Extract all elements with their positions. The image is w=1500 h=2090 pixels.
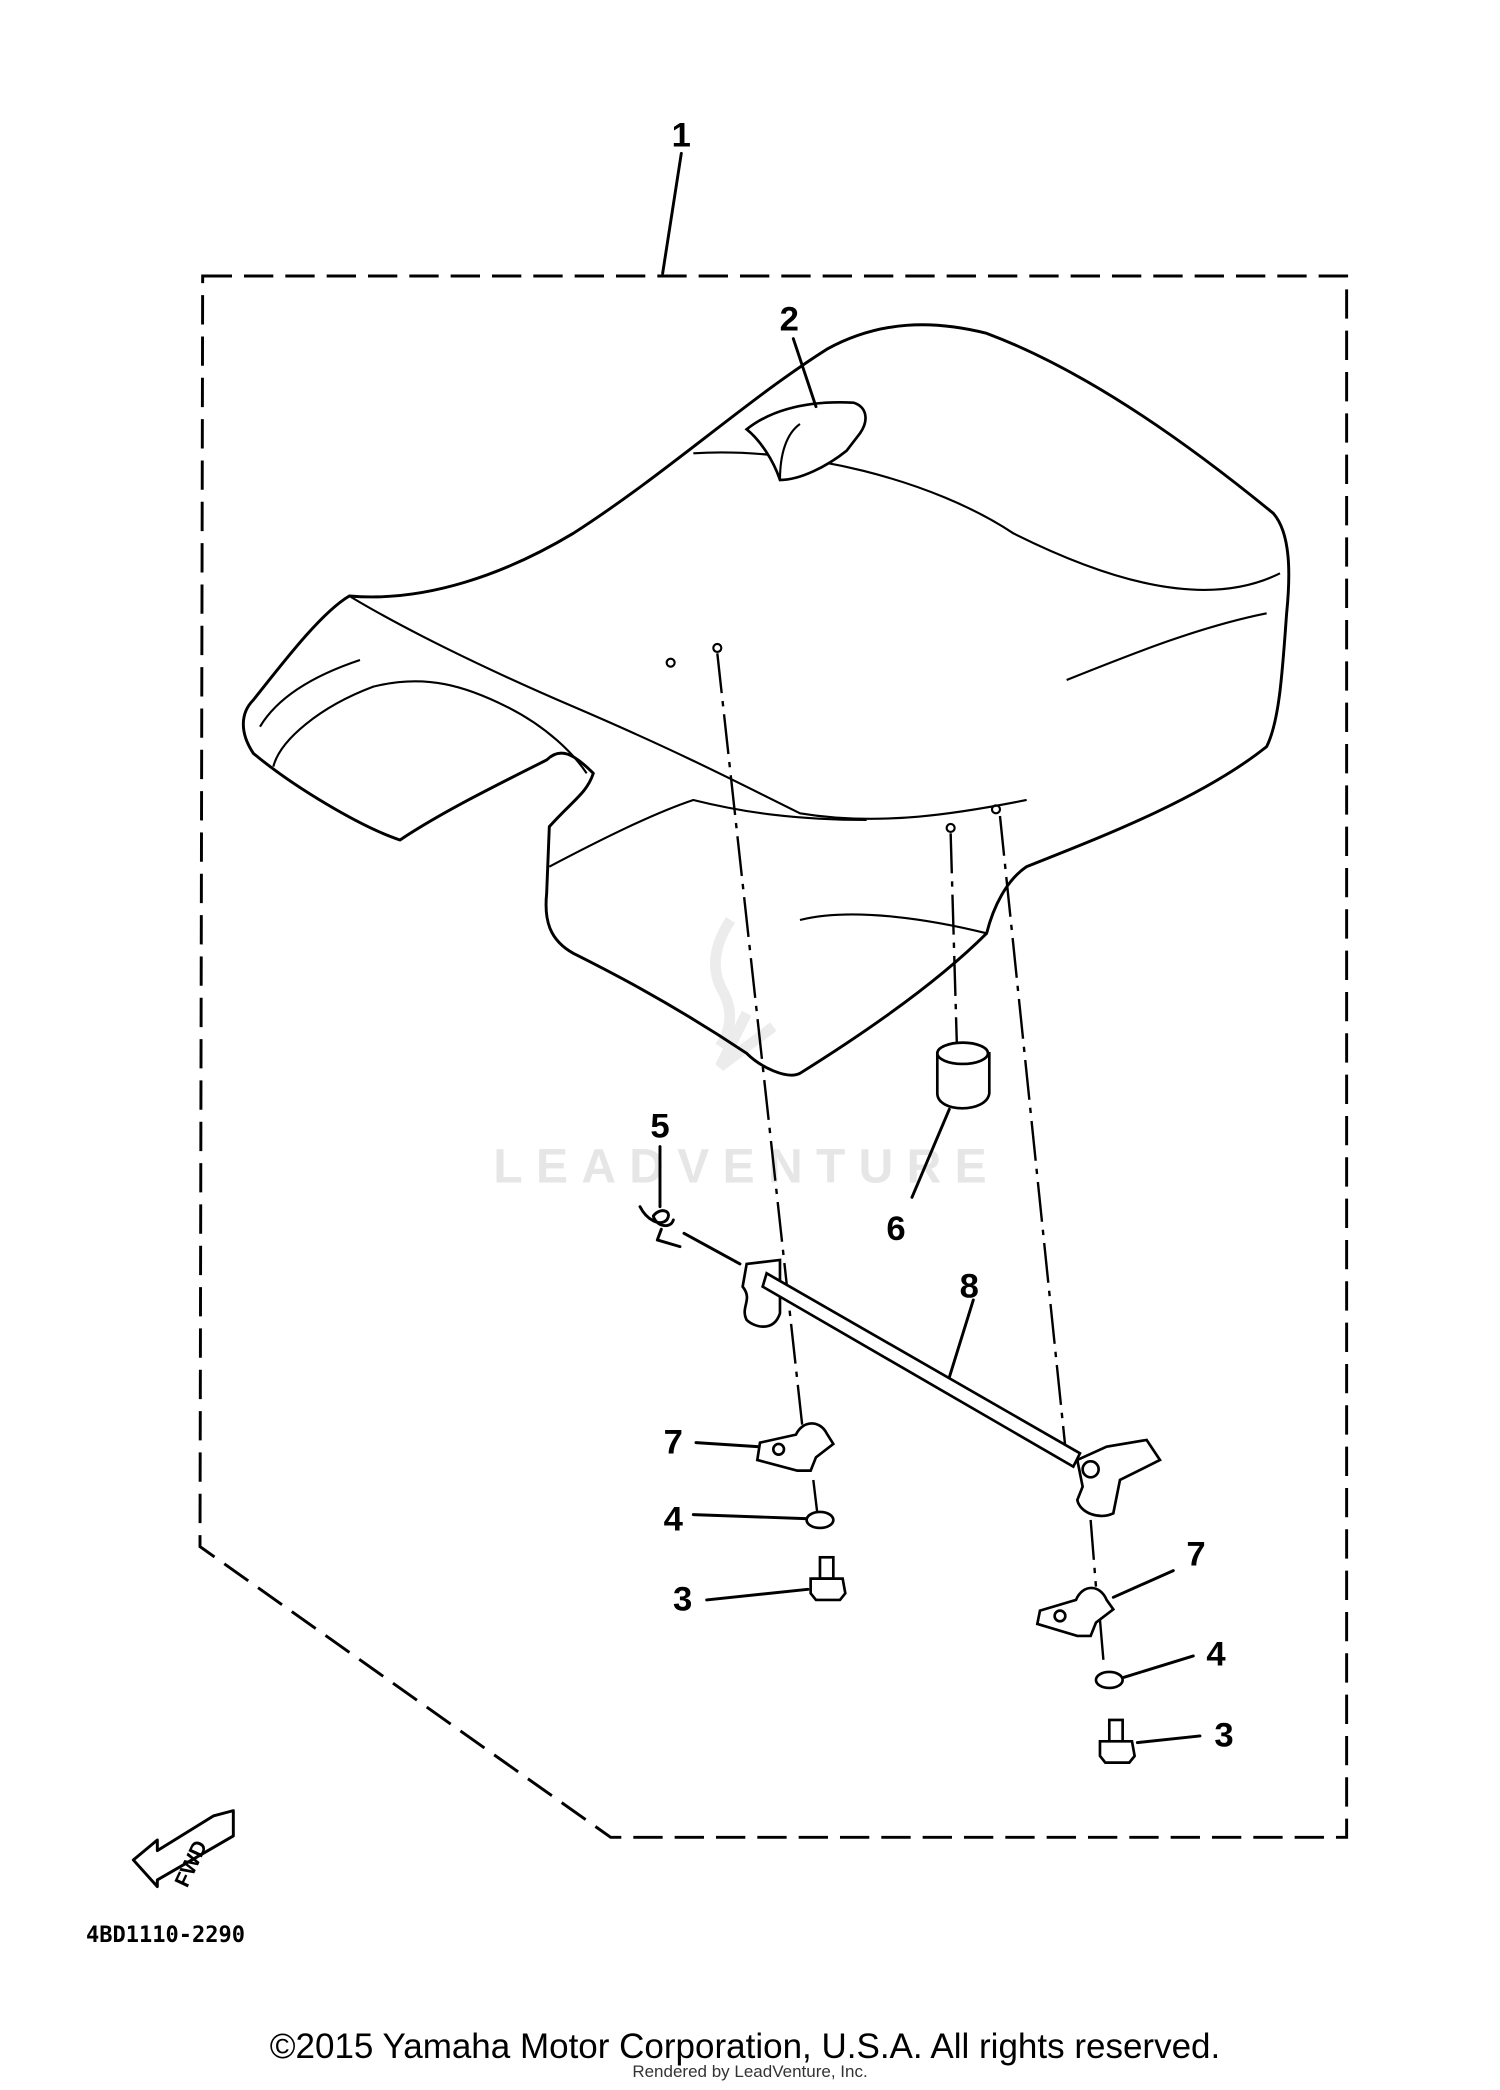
callout-4: 4 [664, 1501, 684, 1539]
watermark-logo: LEADVENTURE [493, 917, 1000, 1194]
callout-5: 5 [650, 1107, 669, 1145]
damper [935, 1041, 991, 1110]
alignment-line [1098, 1619, 1106, 1667]
part-code: 4BD1110-2290 [86, 1923, 245, 1948]
spring [638, 1205, 742, 1266]
callout-7: 7 [664, 1423, 683, 1461]
leader-1 [661, 151, 683, 275]
washer [805, 1510, 835, 1530]
alignment-line [716, 653, 807, 1454]
seat [241, 323, 1291, 1077]
callout-2: 2 [780, 301, 799, 339]
bolt [1098, 1718, 1137, 1764]
alignment-line [949, 833, 959, 1061]
callout-1: 1 [672, 117, 691, 155]
forward-arrow-icon: FWD [131, 1809, 235, 1891]
callout-3: 3 [1214, 1717, 1233, 1755]
rod [741, 1258, 1162, 1518]
callout-3: 3 [673, 1581, 692, 1619]
fwd-label: FWD [170, 1837, 212, 1891]
watermark-text: LEADVENTURE [493, 1141, 1000, 1194]
rendered-by-text: Rendered by LeadVenture, Inc. [632, 2062, 867, 2081]
bracket [1035, 1586, 1116, 1638]
alignment-line [812, 1479, 819, 1514]
assembly-boundary [198, 274, 1349, 1839]
bracket [755, 1422, 836, 1472]
callout-7: 7 [1186, 1535, 1205, 1573]
washer [1094, 1670, 1124, 1690]
alignment-line [1089, 1519, 1098, 1587]
callout-4: 4 [1206, 1635, 1226, 1673]
bolt [809, 1555, 847, 1602]
alignment-line [998, 815, 1068, 1461]
copyright-text: ©2015 Yamaha Motor Corporation, U.S.A. A… [270, 2027, 1221, 2066]
callout-8: 8 [960, 1267, 979, 1305]
callout-6: 6 [886, 1210, 905, 1248]
